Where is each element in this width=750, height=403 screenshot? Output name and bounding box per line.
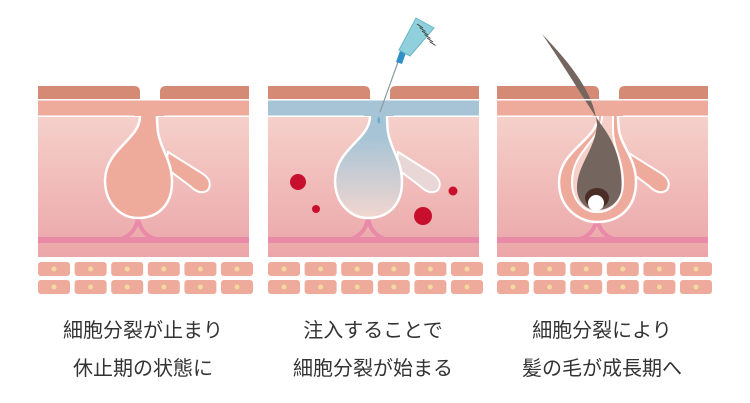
caption-line: 髪の毛が成長期へ — [522, 356, 682, 380]
layer-divider — [164, 115, 249, 117]
cell-nucleus — [620, 266, 626, 272]
layer-divider — [268, 99, 479, 101]
cell-nucleus — [620, 284, 626, 290]
cell-nucleus — [197, 284, 203, 290]
syringe-scale-mark — [421, 30, 429, 36]
cell-nucleus — [161, 284, 167, 290]
cell-nucleus — [391, 266, 397, 272]
follicle-bulb — [103, 115, 174, 220]
blood-cell — [312, 205, 320, 213]
cell-nucleus — [427, 266, 433, 272]
cell-nucleus — [234, 266, 240, 272]
cell-nucleus — [693, 284, 699, 290]
cell-nucleus — [124, 266, 130, 272]
cell-nucleus — [354, 284, 360, 290]
caption-line: 細胞分裂が止まり — [63, 318, 223, 342]
caption-line: 注入することで — [303, 318, 443, 342]
sebaceous-gland — [623, 150, 670, 194]
layer-divider — [38, 115, 134, 117]
caption-line: 細胞分裂により — [532, 318, 672, 342]
cell-nucleus — [391, 284, 397, 290]
caption-line: 細胞分裂が始まる — [293, 356, 453, 380]
cell-nucleus — [124, 284, 130, 290]
skin-panel-injection — [268, 17, 483, 294]
blood-cell — [414, 207, 432, 225]
cell-nucleus — [88, 284, 94, 290]
caption-resting: 細胞分裂が止まり 休止期の状態に — [28, 311, 258, 387]
stratum-corneum-right — [160, 86, 249, 99]
syringe-barrel — [398, 17, 435, 57]
cell-nucleus — [464, 266, 470, 272]
cell-nucleus — [354, 266, 360, 272]
stratum-corneum-left — [268, 86, 370, 99]
cell-nucleus — [88, 266, 94, 272]
syringe-scale-mark — [419, 27, 426, 32]
cell-nucleus — [51, 266, 57, 272]
epidermis-layer — [38, 100, 249, 116]
cell-nucleus — [510, 284, 516, 290]
syringe-scale-mark — [429, 41, 436, 46]
layer-divider — [497, 99, 708, 101]
cell-nucleus — [656, 266, 662, 272]
basement-membrane — [497, 237, 708, 243]
basement-membrane — [268, 237, 479, 243]
cell-nucleus — [51, 284, 57, 290]
cell-nucleus — [464, 284, 470, 290]
skin-panel-growth — [497, 34, 712, 294]
sebaceous-gland — [394, 150, 441, 194]
epidermis-layer — [497, 100, 708, 116]
syringe-scale-mark — [416, 23, 424, 29]
injected-layer — [268, 100, 479, 116]
stratum-corneum-right — [619, 86, 708, 99]
layer-divider — [623, 115, 708, 117]
cell-nucleus — [318, 266, 324, 272]
sebaceous-gland — [164, 150, 211, 194]
caption-line: 休止期の状態に — [73, 356, 213, 380]
cell-nucleus — [197, 266, 203, 272]
cell-nucleus — [281, 266, 287, 272]
layer-divider — [268, 115, 364, 117]
stratum-corneum-left — [497, 86, 599, 99]
syringe-scale-mark — [424, 34, 431, 39]
stratum-corneum-right — [390, 86, 479, 99]
cell-nucleus — [510, 266, 516, 272]
layer-divider — [497, 115, 593, 117]
cell-nucleus — [547, 284, 553, 290]
caption-injection: 注入することで 細胞分裂が始まる — [258, 311, 488, 387]
follicle-bulb — [333, 115, 404, 220]
cell-nucleus — [234, 284, 240, 290]
caption-growth: 細胞分裂により 髪の毛が成長期へ — [487, 311, 717, 387]
hair-shaft — [542, 34, 622, 210]
layer-divider — [394, 115, 479, 117]
syringe-needle — [379, 61, 399, 113]
blood-cell — [448, 186, 458, 196]
dermal-papilla — [588, 195, 604, 211]
cell-nucleus — [547, 266, 553, 272]
cell-nucleus — [427, 284, 433, 290]
cell-nucleus — [693, 266, 699, 272]
cell-nucleus — [281, 284, 287, 290]
cell-nucleus — [656, 284, 662, 290]
syringe-scale-mark — [426, 37, 434, 43]
injected-droplet — [377, 116, 380, 124]
cell-nucleus — [318, 284, 324, 290]
layer-divider — [38, 99, 249, 101]
stratum-corneum-left — [38, 86, 140, 99]
cell-nucleus — [583, 266, 589, 272]
cell-nucleus — [161, 266, 167, 272]
syringe-icon — [377, 17, 436, 124]
skin-panel-resting — [38, 86, 253, 294]
cell-nucleus — [583, 284, 589, 290]
blood-cell — [290, 174, 306, 190]
basement-membrane — [38, 237, 249, 243]
